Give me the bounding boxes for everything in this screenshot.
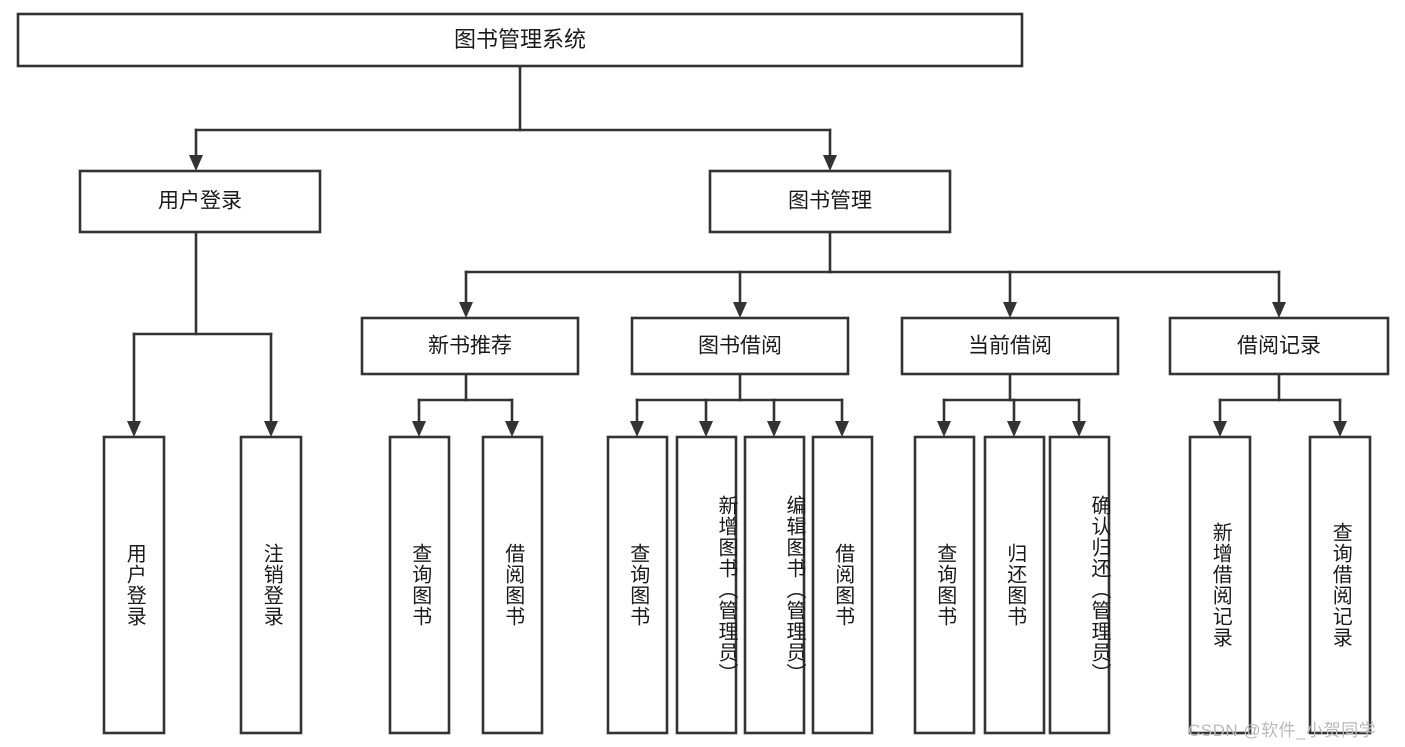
arrowhead-leaf-query-book-borrow	[630, 421, 644, 437]
arrowhead-user-login	[189, 155, 203, 171]
connector-group-current-borrow	[937, 372, 1086, 437]
node-label-borrow-record: 借阅记录	[1237, 335, 1321, 358]
connector-group-user-login	[127, 230, 278, 437]
node-box-leaf-return-book[interactable]	[983, 435, 1046, 735]
arrowhead-leaf-edit-book-admin	[767, 421, 781, 437]
arrowhead-leaf-borrow-book-recommend	[505, 421, 519, 437]
connector-group-new-book-recommend	[412, 372, 519, 437]
node-box-new-book-recommend[interactable]	[360, 316, 580, 376]
arrowhead-new-book-recommend	[459, 302, 473, 318]
node-user-login[interactable]: 用户登录	[78, 169, 322, 234]
leaf-box-group	[102, 435, 1372, 735]
arrowhead-leaf-query-book-current	[937, 421, 951, 437]
arrowhead-leaf-confirm-return-admin	[1072, 421, 1086, 437]
arrowhead-leaf-user-login	[127, 421, 141, 437]
arrowhead-leaf-add-book-admin	[699, 421, 713, 437]
node-box-borrow-record[interactable]	[1168, 316, 1390, 376]
node-box-leaf-add-book-admin[interactable]	[675, 435, 738, 735]
arrowhead-leaf-borrow-book	[835, 421, 849, 437]
node-box-leaf-add-borrow-record[interactable]	[1188, 435, 1252, 735]
node-box-leaf-query-book-recommend[interactable]	[388, 435, 451, 735]
node-box-leaf-user-login[interactable]	[102, 435, 166, 735]
node-book-borrow[interactable]: 图书借阅	[630, 316, 850, 376]
node-label-current-borrow: 当前借阅	[968, 335, 1052, 358]
node-system-root[interactable]: 图书管理系统	[16, 12, 1024, 68]
node-box-book-borrow[interactable]	[630, 316, 850, 376]
arrowhead-book-borrow	[733, 302, 747, 318]
arrowhead-leaf-logout	[264, 421, 278, 437]
connector-group-root	[189, 64, 837, 171]
csdn-watermark: CSDN @软件_小贺同学	[1188, 721, 1377, 740]
arrowhead-leaf-query-book-recommend	[412, 421, 426, 437]
arrowhead-book-mgmt	[823, 155, 837, 171]
node-box-leaf-query-book-current[interactable]	[913, 435, 976, 735]
node-box-leaf-borrow-book[interactable]	[811, 435, 874, 735]
arrowhead-borrow-record	[1272, 302, 1286, 318]
node-label-new-book-recommend: 新书推荐	[428, 335, 512, 358]
node-new-book-recommend[interactable]: 新书推荐	[360, 316, 580, 376]
node-box-book-management[interactable]	[708, 169, 952, 234]
node-current-borrow[interactable]: 当前借阅	[900, 316, 1120, 376]
node-book-management[interactable]: 图书管理	[708, 169, 952, 234]
node-box-leaf-edit-book-admin[interactable]	[743, 435, 806, 735]
node-box-leaf-query-book-borrow[interactable]	[606, 435, 669, 735]
node-box-system-root[interactable]	[16, 12, 1024, 68]
node-box-leaf-logout[interactable]	[239, 435, 303, 735]
arrowhead-leaf-query-borrow-record	[1333, 421, 1347, 437]
connector-group-borrow-record	[1213, 372, 1347, 437]
node-box-leaf-confirm-return-admin[interactable]	[1048, 435, 1111, 735]
node-label-book-borrow: 图书借阅	[698, 335, 782, 358]
node-box-current-borrow[interactable]	[900, 316, 1120, 376]
arrowhead-leaf-return-book	[1007, 421, 1021, 437]
node-box-leaf-borrow-book-recommend[interactable]	[481, 435, 544, 735]
node-borrow-record[interactable]: 借阅记录	[1168, 316, 1390, 376]
connector-group-book-borrow	[630, 372, 849, 437]
node-label-book-management: 图书管理	[788, 190, 872, 213]
node-label-system-root: 图书管理系统	[454, 27, 586, 52]
node-label-user-login: 用户登录	[158, 190, 242, 213]
connector-group-book-mgmt	[459, 230, 1286, 318]
arrowhead-leaf-add-borrow-record	[1213, 421, 1227, 437]
arrowhead-current-borrow	[1003, 302, 1017, 318]
node-box-user-login[interactable]	[78, 169, 322, 234]
node-box-leaf-query-borrow-record[interactable]	[1308, 435, 1372, 735]
